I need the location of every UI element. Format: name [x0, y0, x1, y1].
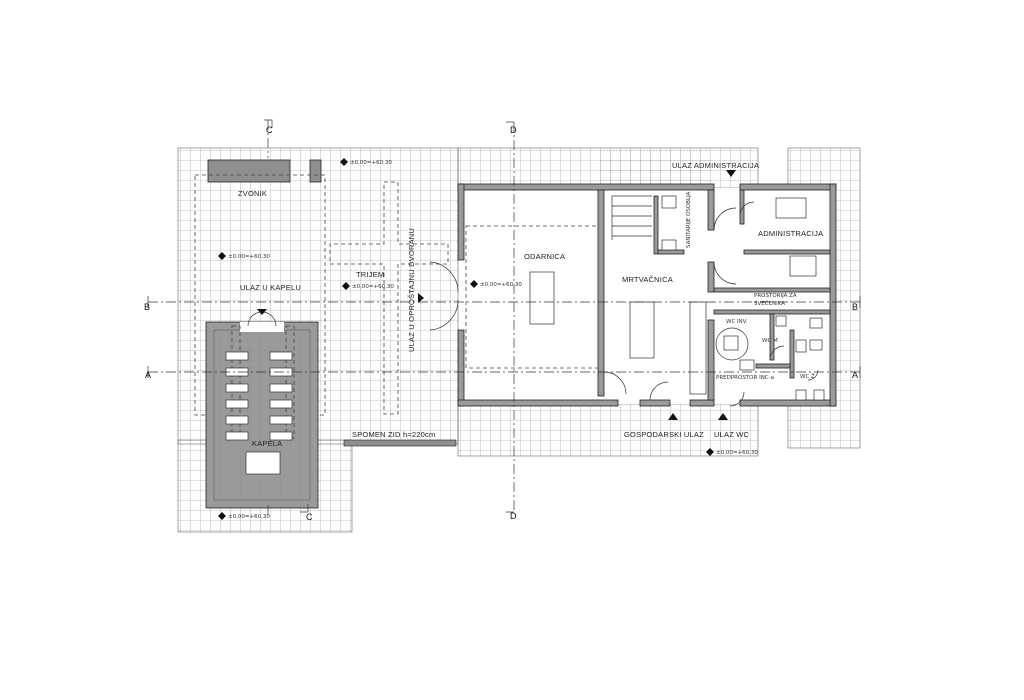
room-label-administracija: ADMINISTRACIJA	[758, 229, 823, 238]
kapela-building	[205, 311, 319, 509]
room-label-ulaz-kapela: ULAZ U KAPELU	[240, 283, 301, 292]
room-label-wc-z: WC Ž	[800, 372, 815, 380]
elevation-label: ±0,00=+60,30	[228, 514, 270, 520]
room-label-zvonik: ZVONIK	[238, 189, 267, 198]
room-label-ulaz-oprostajna: ULAZ U OPROŠTAJNU DVORANU	[407, 228, 416, 352]
section-label-c-top: C	[266, 125, 273, 135]
section-label-b-left: B	[144, 302, 150, 312]
label-gospodarski-ulaz: GOSPODARSKI ULAZ	[624, 430, 704, 439]
elevation-label: ±0,00=+60,30	[716, 450, 758, 456]
label-spomen-zid: SPOMEN ZID h=220cm	[352, 430, 435, 439]
room-label-trijem: TRIJEM	[356, 270, 384, 279]
elevation-label: ±0,00=+60,30	[352, 284, 394, 290]
room-label-kapela: KAPELA	[252, 439, 282, 448]
pews	[225, 351, 293, 441]
section-label-b-right: B	[852, 302, 858, 312]
sanitary-fixtures	[661, 195, 825, 401]
room-label-mrtvacnica: MRTVAČNICA	[622, 275, 673, 284]
section-label-c-bottom: C	[306, 512, 313, 522]
elevation-label: ±0,00=+60,30	[228, 254, 270, 260]
room-label-prostorija-svecenika-2: SVEĆENIKA	[754, 300, 785, 307]
spomen-zid	[343, 439, 457, 447]
main-building-walls	[457, 183, 837, 407]
section-label-a-right: A	[852, 370, 858, 380]
cross-outline	[329, 181, 449, 415]
label-ulaz-wc: ULAZ WC	[714, 430, 750, 439]
room-label-predprostor: PREDPROSTOR INC-a	[716, 375, 774, 381]
odarnica-details	[429, 225, 599, 369]
section-label-d-bottom: D	[510, 511, 517, 521]
room-label-prostorija-svecenika-1: PROSTORIJA ZA	[754, 293, 797, 299]
section-label-a-left: A	[145, 370, 151, 380]
mrtvacnica-details	[603, 195, 707, 401]
room-label-wc-m: WC M	[762, 338, 778, 344]
room-label-odarnica: ODARNICA	[524, 252, 565, 261]
service-doors	[713, 201, 819, 407]
label-ulaz-administracija: ULAZ ADMINISTRACIJA	[672, 161, 759, 170]
section-label-d-top: D	[510, 125, 517, 135]
section-lines	[147, 119, 861, 515]
room-label-wc-inv: WC INV.	[726, 319, 748, 325]
admin-furniture	[775, 197, 817, 277]
elevation-label: ±0,00=+60,30	[480, 282, 522, 288]
room-label-sanitarije: SANITARIJE OSOBLJA	[686, 191, 692, 248]
elevation-label: ±0,00=+60,30	[350, 160, 392, 166]
entrance-markers[interactable]	[257, 170, 736, 420]
elevation-markers	[218, 158, 714, 520]
